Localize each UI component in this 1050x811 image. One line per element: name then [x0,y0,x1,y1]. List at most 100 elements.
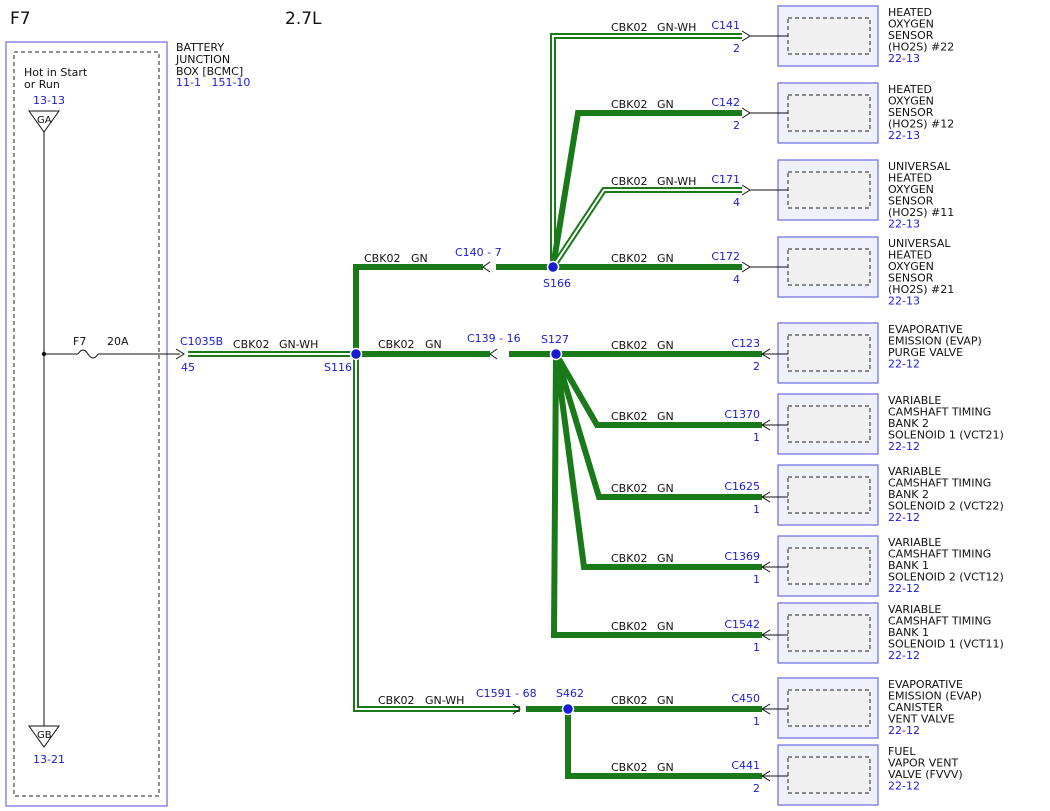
wire-c142-circuit: CBK02 [611,98,647,111]
splice-s116-dot [349,347,363,361]
component-c450-name-line-3: CANISTER [888,701,943,714]
bjb-bottom-connector-icon [28,725,60,748]
wire-s116-to-c1591-stripe [355,354,520,710]
wire-c171-circuit: CBK02 [611,175,647,188]
component-c123-name-line-1: EVAPORATIVE [888,323,963,336]
inline-c139-icon [489,348,498,360]
feed-color-label: GN-WH [279,338,318,351]
component-c1625-name-line-1: VARIABLE [888,465,941,478]
component-c142-inner-box [787,94,871,132]
bjb-top-ref: 13-13 [33,94,65,107]
trunk-t140-circuit: CBK02 [364,252,400,265]
wire-c1542-color: GN [657,620,674,633]
wire-s166-to-c171-stripe [552,189,742,268]
wire-s116-to-c1591 [353,354,520,712]
component-c441-name-line-2: VAPOR VENT [888,757,958,770]
component-c142-name-line-1: HEATED [888,83,932,96]
component-c1369-name-line-1: VARIABLE [888,536,941,549]
connector-c123-pin: 2 [753,360,760,373]
connector-c142-label: C142 [711,96,740,109]
connector-c142-icon [741,107,751,119]
component-c172-name-line-4: SENSOR [888,272,934,285]
component-c172-name-line-1: UNIVERSAL [888,237,951,250]
component-c123-name-line-2: EMISSION (EVAP) [888,335,982,348]
connector-c141-label: C141 [711,19,740,32]
wire-s462-to-c441 [565,709,762,779]
wire-c441-circuit: CBK02 [611,761,647,774]
component-c1542-name-line-3: BANK 1 [888,626,929,639]
component-c441-inner-box [787,756,871,794]
connector-c141-icon [741,30,751,42]
wire-c1370-circuit: CBK02 [611,410,647,423]
engine-title: 2.7L [285,9,322,29]
connector-c441-label: C441 [731,759,760,772]
wire-s166-to-c141-stripe [552,35,742,267]
trunk-t139-color: GN [425,338,442,351]
connector-c141-pin: 2 [733,42,740,55]
feed-connector-icon [175,348,185,360]
component-c441-name-line-1: FUEL [888,745,916,758]
bjb-title-line-2: JUNCTION [175,53,230,66]
wire-c141-circuit: CBK02 [611,21,647,34]
wire-c1369-circuit: CBK02 [611,552,647,565]
inline-c1591-label: C1591 - 68 [476,687,537,700]
connector-c450-label: C450 [731,692,760,705]
connector-c1625-label: C1625 [724,480,760,493]
wire-c142-color: GN [657,98,674,111]
component-c1625-name-line-3: BANK 2 [888,488,929,501]
wire-c171-color: GN-WH [657,175,696,188]
component-c1625-name-line-4: SOLENOID 2 (VCT22) [888,500,1004,513]
trunk-labels: CBK02 GN CBK02 GN CBK02 GN-WH [364,252,464,707]
wire-c1625-circuit: CBK02 [611,482,647,495]
wire-s116-to-c140 [353,264,483,354]
bjb-inner-outline [13,51,160,797]
component-c450-inner-box [787,689,871,727]
component-c1369-ref: 22-12 [888,582,920,595]
wire-s166-to-c141 [550,33,742,267]
wire-c123-color: GN [657,339,674,352]
component-c123-inner-box [787,334,871,372]
inline-c140-label: C140 - 7 [455,246,502,259]
splice-s166-dot [546,260,560,274]
splices: S116 S166 S127 S462 [324,260,584,716]
component-c450-name-line-4: VENT VALVE [888,713,955,726]
wires [188,33,762,779]
connector-c450-pin: 1 [753,715,760,728]
component-c171-name-line-3: OXYGEN [888,183,934,196]
component-c1542-name-line-4: SOLENOID 1 (VCT11) [888,638,1004,651]
component-c1542-name-line-2: CAMSHAFT TIMING [888,615,991,628]
component-c450-ref: 22-12 [888,724,920,737]
component-c171-ref: 22-13 [888,218,920,231]
connector-c1369-label: C1369 [724,550,760,563]
component-c450-name-line-1: EVAPORATIVE [888,678,963,691]
component-c1369-inner-box [787,547,871,585]
wire-s127-to-c1370 [553,352,762,428]
feed-pin-label: 45 [181,361,195,374]
connector-c1370-label: C1370 [724,408,760,421]
splice-s166-label: S166 [543,277,571,290]
bjb-top-connector-icon [28,110,60,133]
connector-c172-icon [741,261,751,273]
wire-c172-color: GN [657,252,674,265]
fuse-rating-label: 20A [107,335,129,348]
feed-connector-label: C1035B [180,335,223,348]
wire-s127-to-c1625 [553,353,762,500]
component-c1370-name-line-1: VARIABLE [888,394,941,407]
component-c1370-ref: 22-12 [888,440,920,453]
component-c141-ref: 22-13 [888,52,920,65]
component-c142-ref: 22-13 [888,129,920,142]
inline-c1591-icon [512,703,521,715]
fuse-icon [77,349,99,359]
component-c441-name-line-3: VALVE (FVVV) [888,768,963,781]
wire-c141-color: GN-WH [657,21,696,34]
wire-c450-circuit: CBK02 [611,694,647,707]
splice-s127-label: S127 [541,333,569,346]
